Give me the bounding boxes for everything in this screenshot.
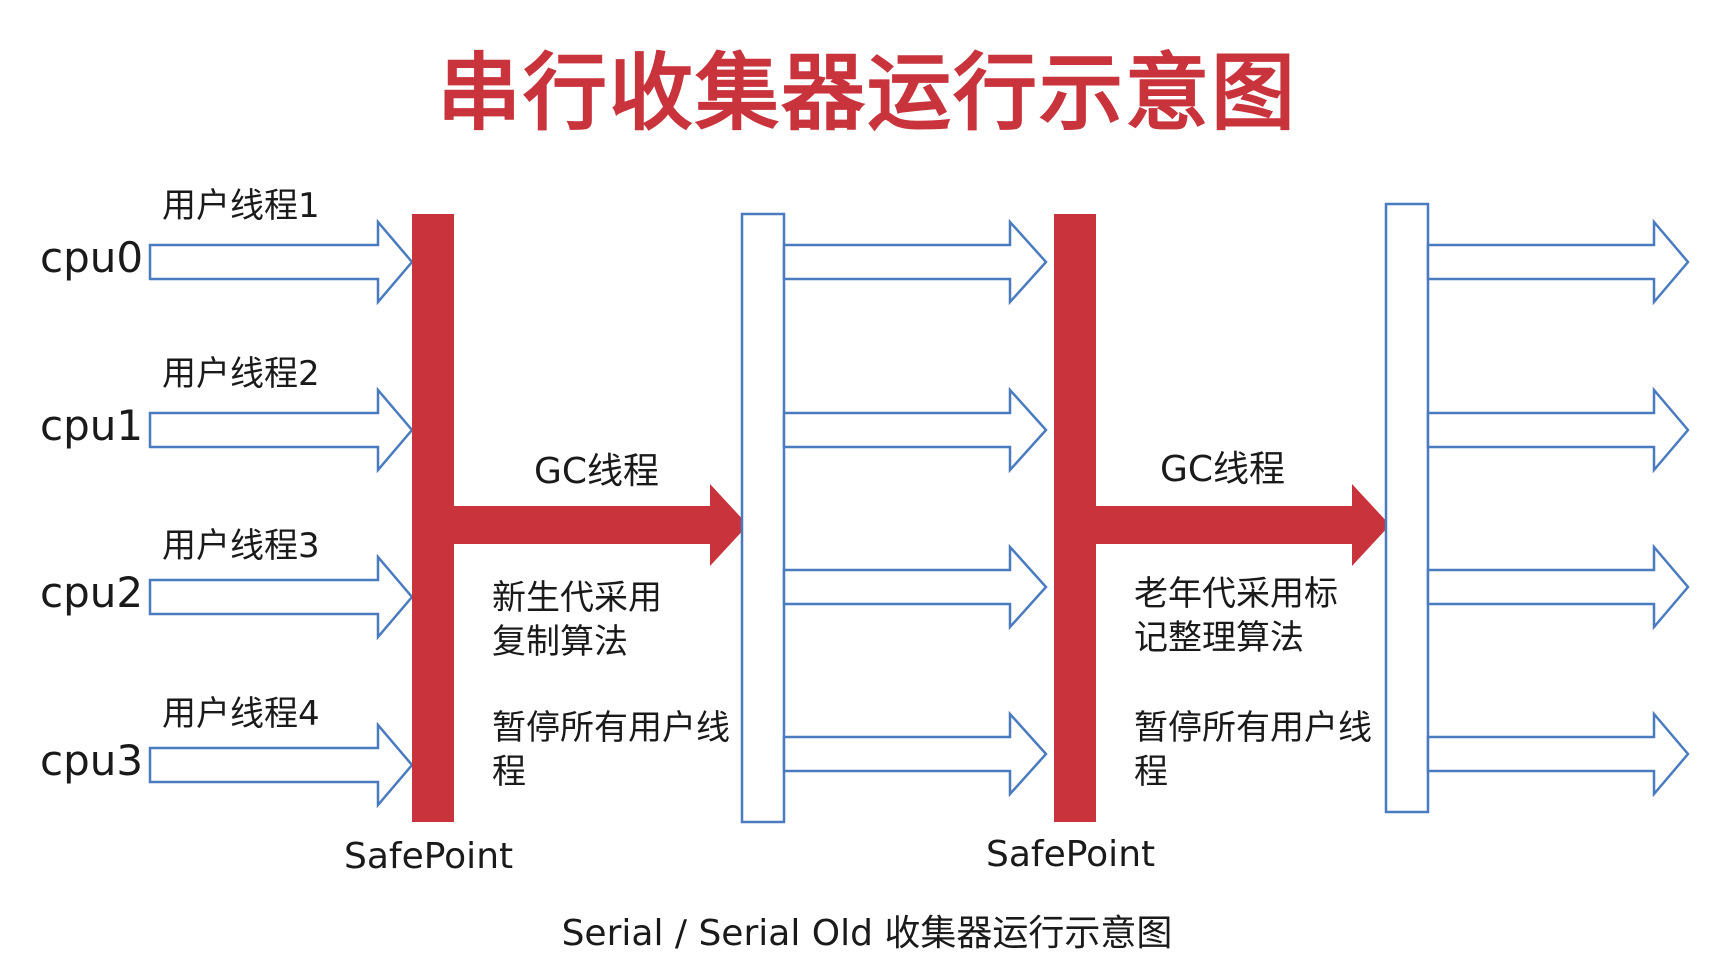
user-thread-arrow-cpu2: [148, 553, 414, 641]
pause-note-1: 暂停所有用户线程: [492, 708, 730, 792]
pause-note-2: 暂停所有用户线程: [1134, 708, 1372, 792]
resumed-arrow-cpu1: [782, 386, 1048, 474]
final-arrow-cpu1: [1426, 386, 1690, 474]
algorithm-note-1: 新生代采用复制算法: [492, 578, 662, 662]
final-arrow-cpu2: [1426, 543, 1690, 631]
resumed-arrow-cpu0: [782, 218, 1048, 306]
safepoint-label-2: SafePoint: [986, 834, 1156, 875]
cpu-label-1: cpu1: [40, 401, 144, 450]
algorithm-note-2: 老年代采用标记整理算法: [1134, 574, 1338, 658]
safepoint-label-1: SafePoint: [344, 836, 514, 877]
resumed-arrow-cpu3: [782, 710, 1048, 798]
user-thread-arrows: [148, 218, 414, 809]
final-arrow-cpu3: [1426, 710, 1690, 798]
gc-thread-label-2: GC线程: [1160, 449, 1286, 490]
gc-thread-label-1: GC线程: [534, 451, 660, 492]
diagram-title: 串行收集器运行示意图: [436, 44, 1297, 142]
user-thread-arrow-cpu0: [148, 218, 414, 306]
user-thread-arrow-cpu1: [148, 386, 414, 474]
resumed-thread-arrows-1: [782, 218, 1048, 798]
user-thread-label-2: 用户线程2: [162, 354, 320, 394]
resumed-thread-arrows-2: [1426, 218, 1690, 798]
user-thread-label-4: 用户线程4: [162, 694, 320, 734]
resume-column-2: [1384, 202, 1430, 814]
user-thread-label-1: 用户线程1: [162, 186, 320, 226]
cpu-label-3: cpu3: [40, 736, 144, 785]
gc-thread-arrow-2: [1096, 484, 1390, 566]
safepoint-bar-2: [1054, 214, 1096, 822]
resume-column-1: [740, 212, 786, 824]
diagram-caption: Serial / Serial Old 收集器运行示意图: [561, 913, 1173, 954]
user-thread-label-3: 用户线程3: [162, 526, 320, 566]
cpu-label-0: cpu0: [40, 233, 144, 282]
safepoint-bar-1: [412, 214, 454, 822]
user-thread-arrow-cpu3: [148, 721, 414, 809]
gc-thread-arrow-1: [454, 484, 748, 566]
cpu-label-2: cpu2: [40, 568, 144, 617]
resumed-arrow-cpu2: [782, 543, 1048, 631]
final-arrow-cpu0: [1426, 218, 1690, 306]
